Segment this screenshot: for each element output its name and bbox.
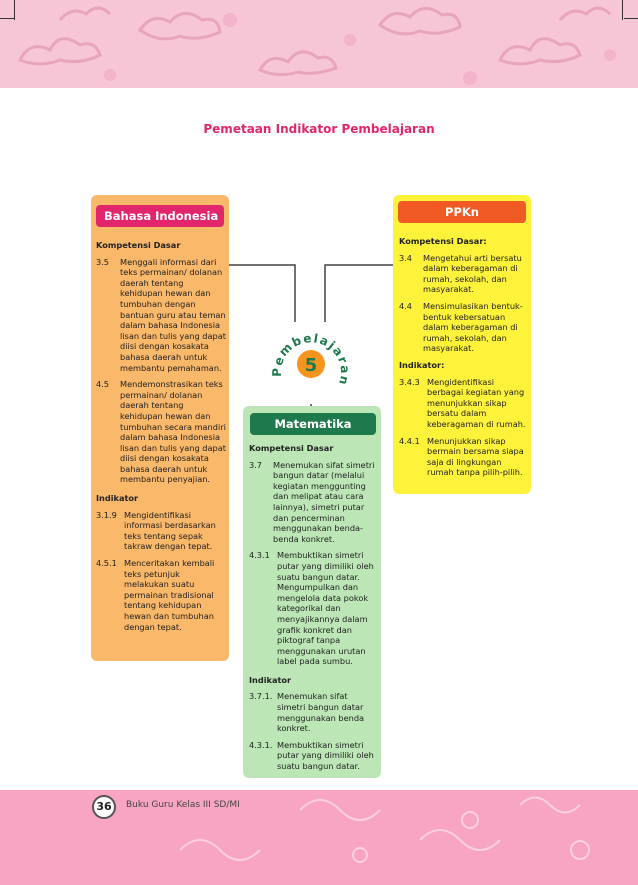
kd-item: 4.4 Mensimulasikan bentuk-bentuk kebersa… (399, 301, 529, 354)
indikator-heading: Indikator: (399, 359, 445, 370)
kd-item: 4.5 Mendemonstrasikan teks permainan/ do… (96, 379, 226, 485)
kd-text: Menemukan sifat simetri bangun datar (me… (273, 459, 375, 544)
kd-text: Membuktikan simetri putar yang dimiliki … (277, 550, 374, 667)
kd-number: 3.7 (249, 459, 263, 470)
kd-number: 3.4 (399, 252, 413, 263)
indikator-item: 3.1.9 Mengidentifikasi informasi berdasa… (96, 510, 226, 552)
kd-number: 4.4 (399, 300, 413, 311)
crop-mark (0, 18, 14, 19)
indikator-text: Menemukan sifat simetri bangun datar men… (277, 691, 365, 734)
indikator-item: 4.5.1 Menceritakan kembali teks petunjuk… (96, 558, 226, 632)
kd-item: 3.5 Menggali informasi dari teks permain… (96, 257, 226, 374)
kd-text: Mengetahui arti bersatu dalam keberagama… (423, 252, 522, 295)
floral-pattern (179, 796, 590, 863)
indikator-number: 3.7.1. (249, 691, 273, 702)
kd-number: 4.5 (96, 379, 110, 390)
cloud-pattern (17, 6, 616, 85)
header-banner (0, 0, 638, 88)
kd-text: Menggali informasi dari teks permainan/ … (120, 256, 226, 373)
crop-mark (622, 0, 623, 20)
kd-text: Mensimulasikan bentuk-bentuk kebersatuan… (423, 300, 523, 354)
indikator-number: 4.5.1 (96, 558, 117, 569)
pembelajaran-arc: Pembelajaran 5 (270, 331, 351, 388)
indikator-item: 4.4.1 Menunjukkan sikap bermain bersama … (399, 436, 529, 478)
indikator-item: 3.7.1. Menemukan sifat simetri bangun da… (249, 691, 377, 733)
indikator-text: Menunjukkan sikap bermain bersama siapa … (427, 435, 524, 478)
matematika-content: Kompetensi Dasar 3.7 Menemukan sifat sim… (249, 443, 377, 772)
kd-text: Mendemonstrasikan teks permainan/ dolana… (120, 379, 226, 485)
ppkn-card (393, 195, 531, 494)
crop-mark (14, 0, 15, 20)
page-title: Pemetaan Indikator Pembelajaran (203, 122, 435, 136)
kd-number: 4.3.1 (249, 550, 270, 561)
indikator-number: 4.4.1 (399, 435, 420, 446)
indikator-text: Mengidentifikasi informasi berdasarkan t… (124, 509, 216, 552)
kd-heading: Kompetensi Dasar: (399, 236, 487, 246)
indikator-item: 3.4.3 Mengidentifikasi berbagai kegiatan… (399, 377, 529, 430)
bahasa-indonesia-header: Bahasa Indonesia (96, 205, 224, 227)
pembelajaran-number: 5 (305, 355, 318, 376)
pembelajaran-badge: Pembelajaran 5 (270, 322, 352, 404)
page-number: 36 (92, 795, 116, 819)
indikator-number: 3.1.9 (96, 509, 117, 520)
kd-item: 4.3.1 Membuktikan simetri putar yang dim… (249, 550, 377, 667)
indikator-heading: Indikator (249, 674, 292, 685)
matematika-header: Matematika (250, 413, 376, 435)
kd-item: 3.7 Menemukan sifat simetri bangun datar… (249, 460, 377, 545)
matematika-card (243, 406, 381, 778)
indikator-item: 4.3.1. Membuktikan simetri putar yang di… (249, 740, 377, 772)
kd-heading: Kompetensi Dasar (249, 443, 334, 453)
ppkn-content: Kompetensi Dasar: 3.4 Mengetahui arti be… (399, 236, 529, 478)
indikator-number: 3.4.3 (399, 376, 420, 387)
ppkn-header: PPKn (398, 201, 526, 223)
indikator-heading: Indikator (96, 493, 139, 504)
bahasa-indonesia-content: Kompetensi Dasar 3.5 Menggali informasi … (96, 240, 226, 632)
indikator-number: 4.3.1. (249, 739, 273, 750)
bahasa-indonesia-card (91, 195, 229, 661)
indikator-text: Mengidentifikasi berbagai kegiatan yang … (427, 376, 526, 429)
book-title: Buku Guru Kelas III SD/MI (126, 800, 240, 810)
kd-number: 3.5 (96, 256, 110, 267)
indikator-text: Membuktikan simetri putar yang dimiliki … (277, 739, 374, 772)
kd-item: 3.4 Mengetahui arti bersatu dalam kebera… (399, 253, 529, 295)
indikator-text: Menceritakan kembali teks petunjuk melak… (124, 558, 215, 632)
kd-heading: Kompetensi Dasar (96, 240, 181, 250)
crop-mark (624, 18, 638, 19)
